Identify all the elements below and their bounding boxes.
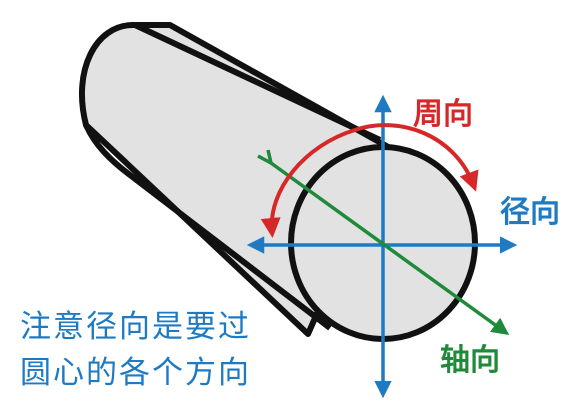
axial-tail-fork (257, 149, 274, 167)
note-line-1: 注意径向是要过 (20, 309, 251, 345)
cylinder-top-edge (133, 22, 382, 143)
note-line-2: 圆心的各个方向 (20, 355, 251, 391)
axial-label: 轴向 (440, 343, 500, 378)
radial-label: 径向 (500, 195, 560, 230)
circumferential-label: 周向 (413, 97, 473, 132)
cylinder (79, 22, 478, 342)
circumferential-arrow (260, 123, 479, 238)
cylinder-bottom-edge (83, 123, 332, 331)
